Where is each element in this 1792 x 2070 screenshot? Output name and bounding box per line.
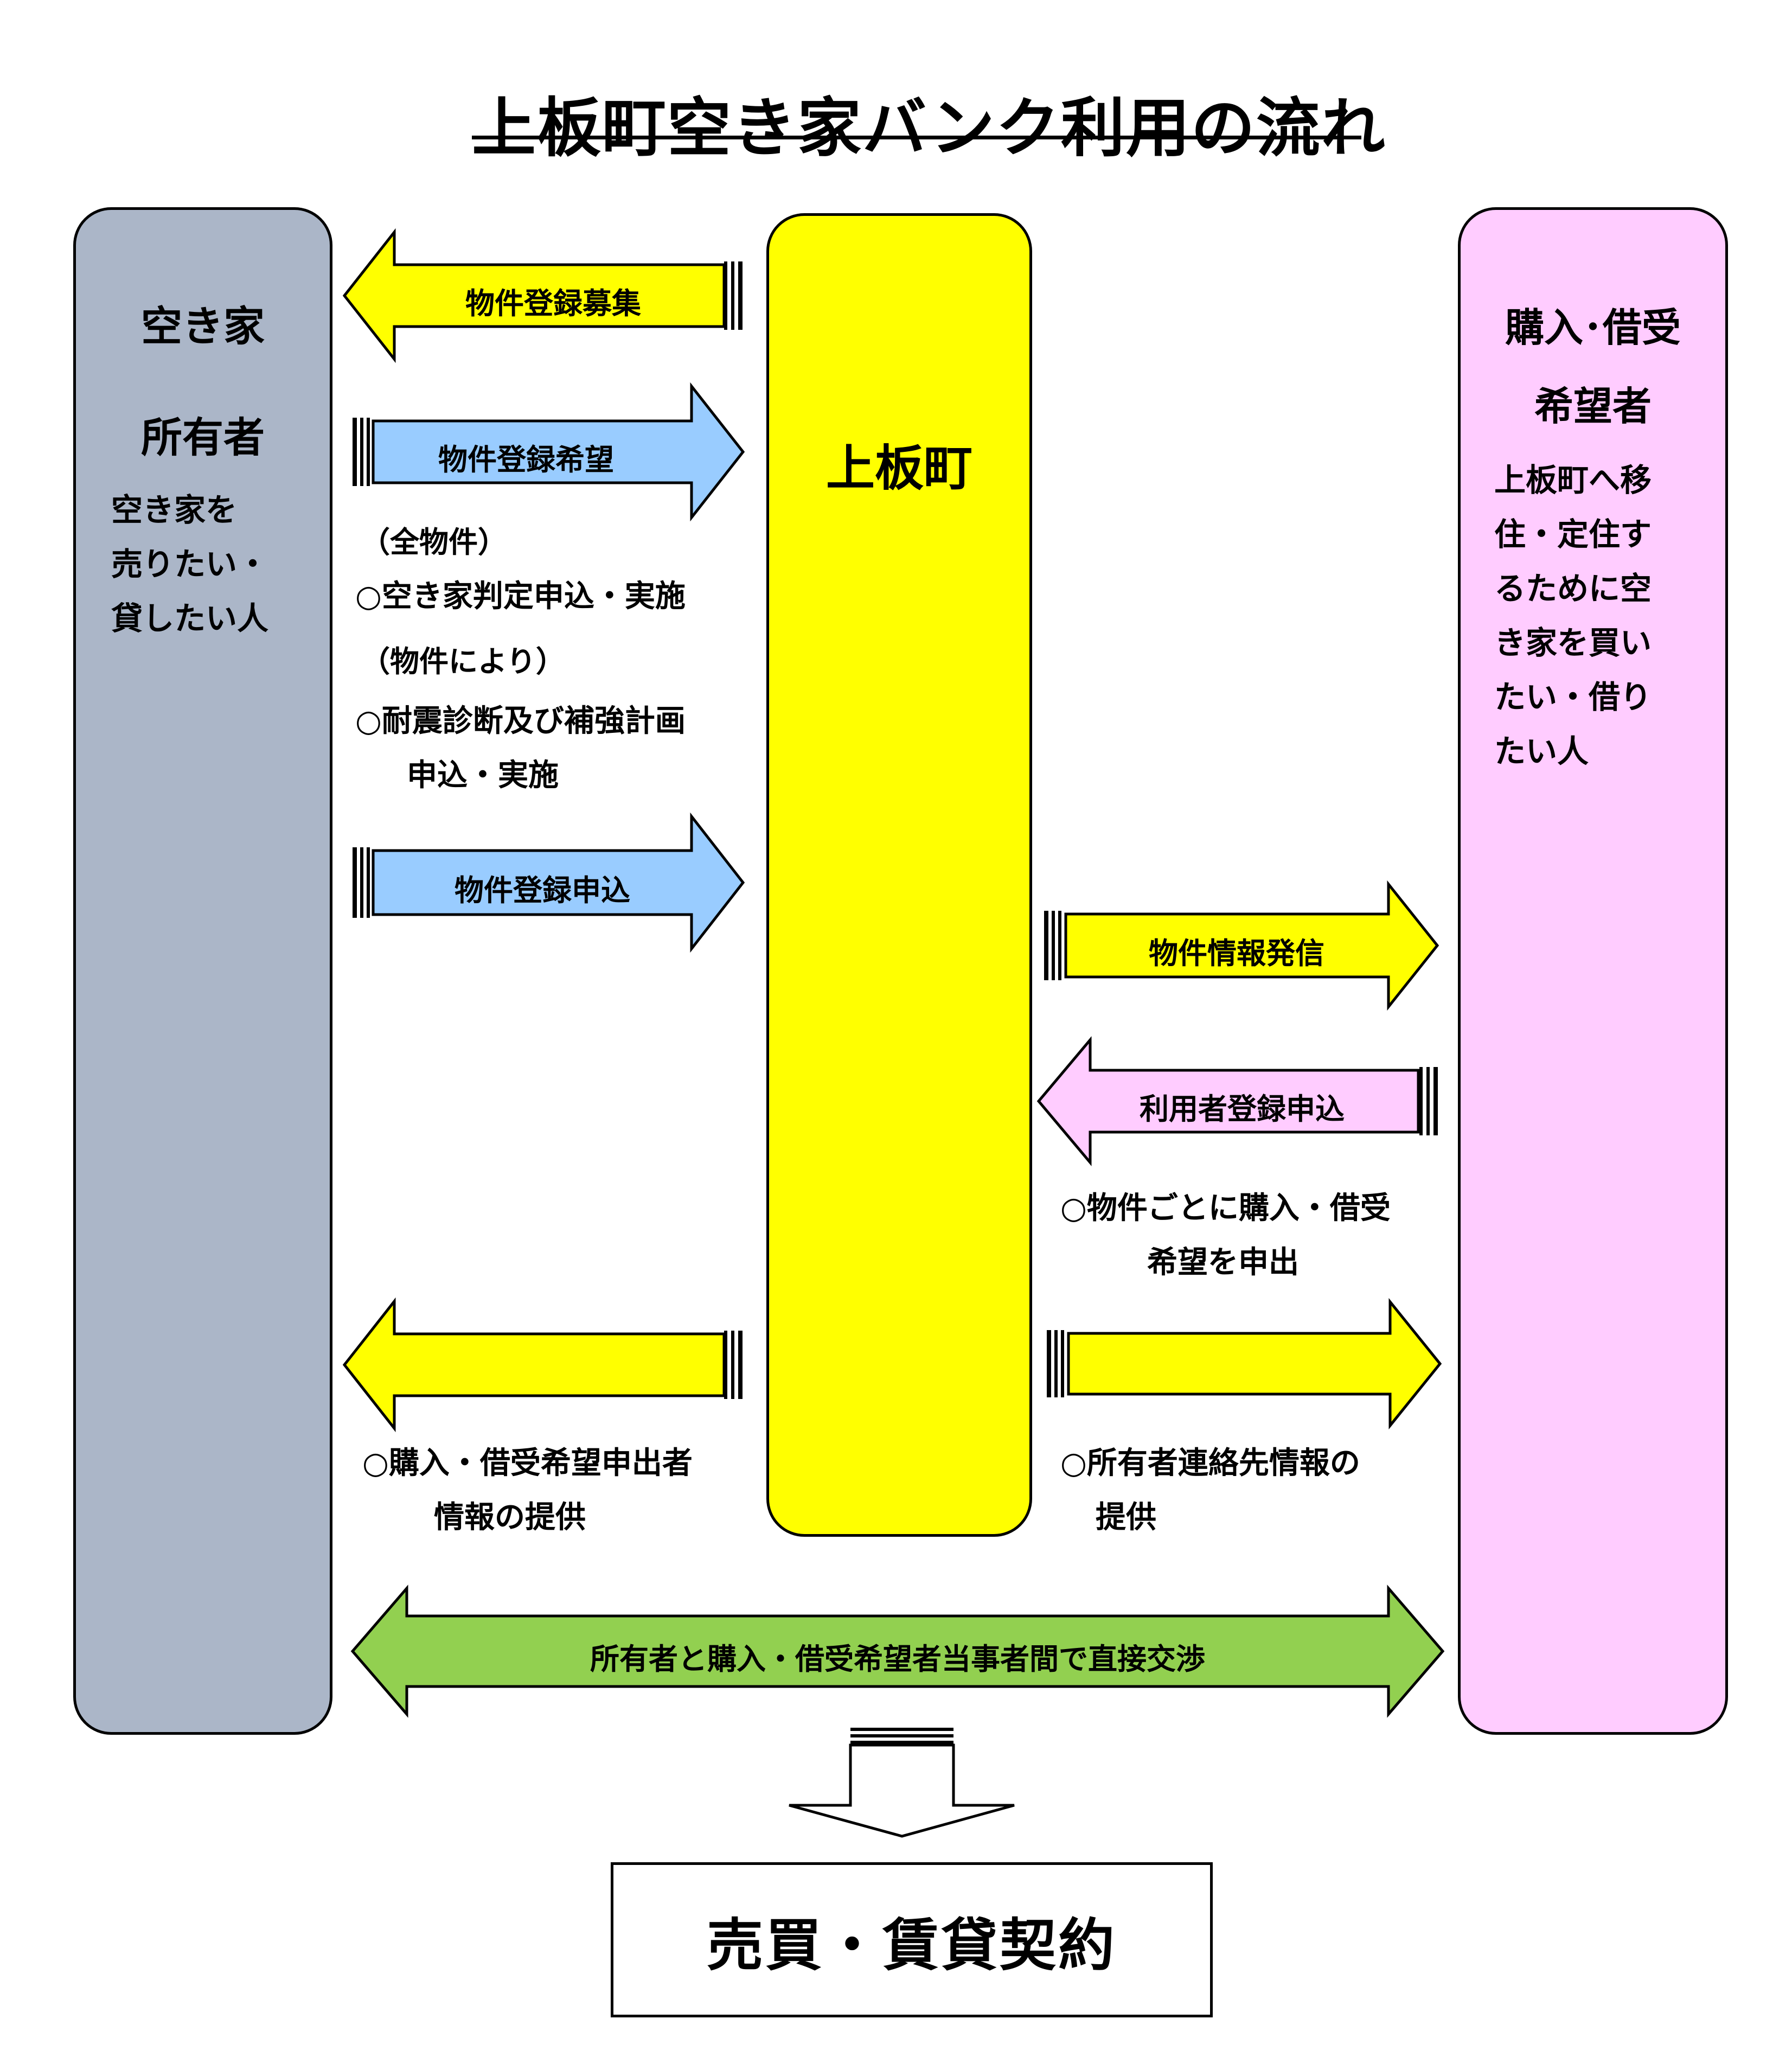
- buyer-description-5: たい・借り: [1494, 679, 1652, 715]
- arrow-label-user-apply: 利用者登録申込: [1140, 1092, 1345, 1126]
- arrow-label-hope: 物件登録希望: [438, 443, 614, 477]
- buyer-column: [1458, 207, 1728, 1735]
- arrow-apply: [353, 812, 745, 953]
- buyer-description-1: 上板町へ移: [1494, 462, 1652, 499]
- owner-column: [73, 207, 332, 1735]
- arrow-to-buyer: [1047, 1298, 1442, 1430]
- note-vacancy-judgement: ○空き家判定申込・実施: [355, 579, 686, 614]
- contract-box: 売買・賃貸契約: [611, 1862, 1213, 2017]
- page-title: 上板町空き家バンク利用の流れ: [472, 91, 1386, 165]
- owner-description-1: 空き家を: [111, 491, 238, 528]
- owner-description-2: 売りたい・: [111, 546, 269, 583]
- arrow-down: [789, 1728, 1015, 1838]
- buyer-description-2: 住・定住す: [1494, 516, 1652, 553]
- note-provide-owner-2: 提供: [1096, 1500, 1156, 1535]
- note-per-property-1: ○物件ごとに購入・借受: [1060, 1191, 1391, 1226]
- note-provide-buyer-2: 情報の提供: [434, 1500, 586, 1535]
- note-provide-owner-1: ○所有者連絡先情報の: [1060, 1446, 1360, 1481]
- buyer-heading-1: 購入･借受: [1505, 305, 1681, 350]
- arrow-negotiate: [350, 1585, 1445, 1718]
- buyer-heading-2: 希望者: [1534, 384, 1652, 429]
- note-quake-check-1: ○耐震診断及び補強計画: [355, 704, 686, 739]
- title-underline: [472, 136, 1361, 139]
- owner-description-3: 貸したい人: [111, 600, 269, 637]
- owner-heading-2: 所有者: [141, 413, 265, 462]
- note-by-property: （物件により）: [361, 644, 565, 679]
- owner-heading-1: 空き家: [141, 302, 265, 350]
- note-provide-buyer-1: ○購入・借受希望申出者: [362, 1446, 693, 1481]
- arrow-label-apply: 物件登録申込: [455, 873, 630, 908]
- town-heading: 上板町: [826, 440, 972, 497]
- note-quake-check-2: 申込・実施: [407, 758, 559, 793]
- contract-label: 売買・賃貸契約: [706, 1912, 1117, 1978]
- arrow-label-negotiate: 所有者と購入・借受希望者当事者間で直接交渉: [590, 1642, 1205, 1676]
- arrow-label-recruit: 物件登録募集: [465, 286, 641, 321]
- town-column: [766, 213, 1032, 1537]
- arrow-label-info: 物件情報発信: [1149, 936, 1324, 970]
- arrow-recruit: [342, 228, 743, 363]
- note-all-properties: （全物件）: [361, 525, 507, 559]
- arrow-user-apply: [1036, 1036, 1438, 1166]
- buyer-description-6: たい人: [1494, 733, 1589, 770]
- buyer-description-4: き家を買い: [1494, 624, 1652, 661]
- arrow-hope: [353, 382, 745, 522]
- buyer-description-3: るために空: [1494, 570, 1652, 607]
- arrow-info: [1044, 880, 1439, 1011]
- note-per-property-2: 希望を申出: [1147, 1245, 1299, 1280]
- arrow-to-owner: [342, 1297, 743, 1433]
